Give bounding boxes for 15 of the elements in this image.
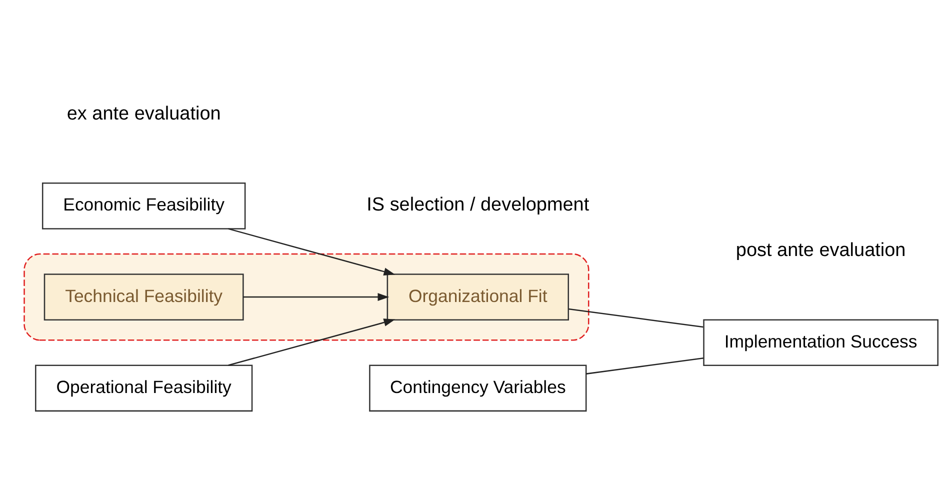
arrow bbox=[243, 292, 390, 301]
cluster bbox=[24, 252, 590, 340]
node-box: Technical Feasibility bbox=[44, 273, 244, 320]
arrow bbox=[228, 228, 396, 275]
node-box: Organizational Fit bbox=[386, 273, 569, 320]
connector bbox=[586, 357, 704, 374]
node-box: Operational Feasibility bbox=[35, 364, 253, 412]
label: ex ante evaluation bbox=[66, 102, 221, 124]
node-box: Implementation Success bbox=[703, 318, 938, 366]
label: IS selection / development bbox=[366, 194, 590, 215]
label: post ante evaluation bbox=[736, 239, 906, 260]
connector bbox=[568, 308, 704, 328]
arrow bbox=[228, 318, 396, 366]
node-box: Economic Feasibility bbox=[42, 182, 246, 229]
node-box: Contingency Variables bbox=[369, 364, 587, 412]
